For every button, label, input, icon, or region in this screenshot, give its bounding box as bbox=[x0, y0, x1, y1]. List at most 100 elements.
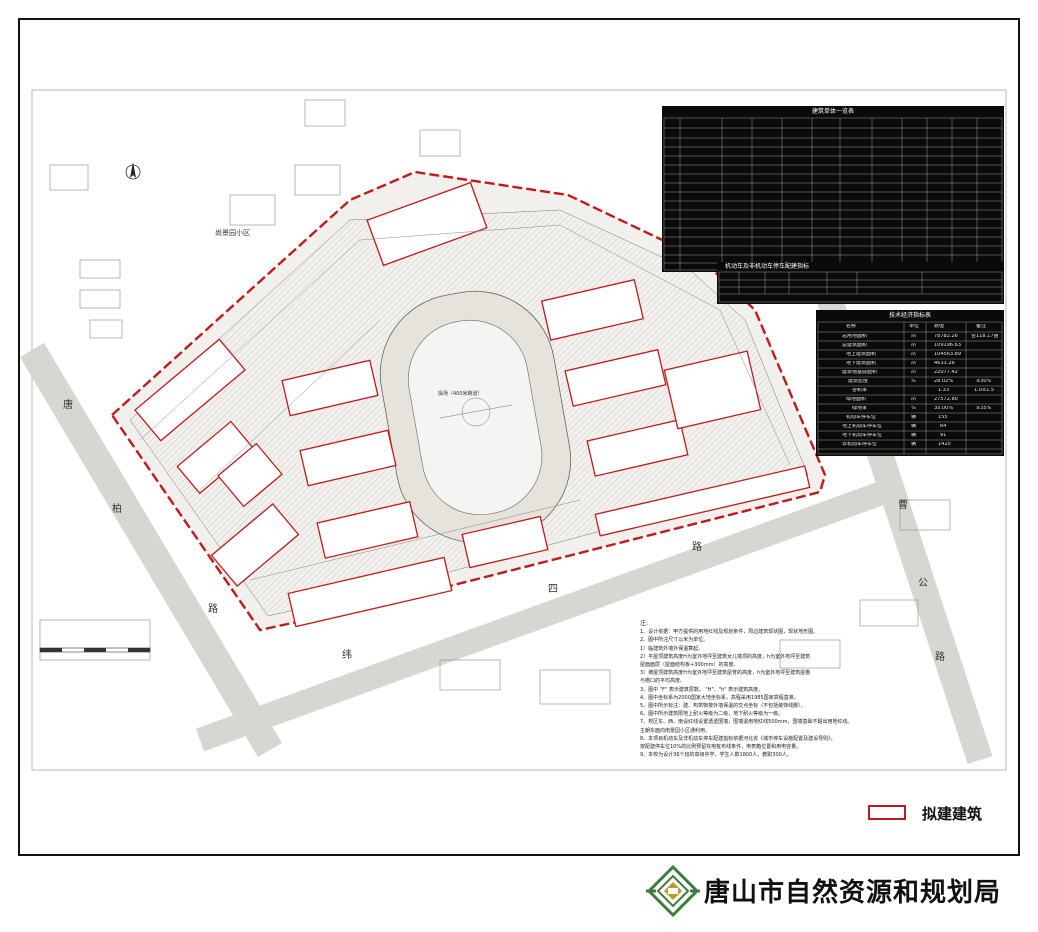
note-line: 5、图中所示标注：建、构筑物按外墙保温的交点坐标（不包括装饰线脚）。 bbox=[640, 703, 806, 710]
building-summary-title: 建筑单体一览表 bbox=[811, 108, 854, 115]
tech-row-0-unit: ㎡ bbox=[911, 334, 917, 339]
note-line: 屋面面层（屋面结构板+300mm）的高度。 bbox=[640, 662, 739, 669]
tech-row-4-value: 22077.42 bbox=[934, 370, 958, 375]
note-line: 1、设计依据：甲方提供的用地红线及规划条件，周边建筑现状图，现状地形图。 bbox=[640, 629, 819, 636]
tech-row-2-value: 104563.89 bbox=[934, 352, 962, 357]
parking-table: 机动车及非机动车停车配建指标 bbox=[717, 262, 1004, 304]
road-label-6: 路 bbox=[692, 540, 702, 553]
running-track bbox=[379, 290, 572, 543]
neighborhood-label: 尚景园小区 bbox=[215, 228, 250, 237]
tech-row-4-unit: ㎡ bbox=[911, 370, 917, 375]
tech-row-0-name: 总用地面积 bbox=[842, 334, 868, 339]
tech-row-12-name: 非机动车停车位 bbox=[842, 442, 878, 447]
site-plan: 尚景园小区 操场（400米跑道） 唐 柏 路 纬 四 路 唐 曹 公 路 bbox=[20, 89, 1007, 771]
road-label-4: 纬 bbox=[342, 648, 352, 661]
legend: 拟建建筑 bbox=[868, 803, 1018, 825]
tech-row-10-name: 地上机动车停车位 bbox=[842, 424, 883, 429]
agency-name: 唐山市自然资源和规划局 bbox=[704, 878, 1002, 908]
agency-logo-icon bbox=[646, 864, 700, 918]
note-line: 2）平屋顶建筑高度H为室外地坪至建筑女儿墙顶的高度，h为室外地坪至建筑 bbox=[640, 653, 811, 660]
tech-row-9-value: 155 bbox=[938, 415, 948, 420]
tech-row-8-unit: % bbox=[911, 406, 916, 411]
road-weisi bbox=[195, 478, 895, 752]
legend-label: 拟建建筑 bbox=[922, 805, 983, 823]
road-label-9: 公 bbox=[918, 578, 928, 589]
tech-row-0-value: 78782.26 bbox=[934, 334, 958, 339]
note-line: 9、本校为设计36个班的高级中学，学生人数1800人，教职300人。 bbox=[640, 752, 792, 759]
road-label-8: 曹 bbox=[898, 498, 908, 511]
tech-econ-grid bbox=[817, 321, 1003, 455]
tech-row-7-name: 绿地面积 bbox=[846, 397, 867, 402]
tech-row-5-value: 28.02% bbox=[934, 379, 954, 384]
tech-row-11-name: 地下机动车停车位 bbox=[842, 433, 883, 438]
tech-row-6-name: 容积率 bbox=[852, 388, 868, 393]
note-line: 主朝东面向南景园小区通利用。 bbox=[640, 727, 711, 734]
tech-header-name: 名称 bbox=[846, 324, 857, 329]
note-line: 8、本项目机动车及非机动车停车配建指标依据河北省《城市停车设施配置及建设导则》， bbox=[640, 735, 836, 742]
tech-row-7-value: 27572.80 bbox=[934, 397, 958, 402]
tech-row-10-value: 64 bbox=[940, 424, 947, 429]
tech-row-1-value: 109196.63 bbox=[934, 343, 962, 348]
tech-row-3-value: 4633.26 bbox=[934, 361, 955, 366]
parking-table-title: 机动车及非机动车停车配建指标 bbox=[725, 263, 810, 270]
drawing-frame: 尚景园小区 操场（400米跑道） 唐 柏 路 纬 四 路 唐 曹 公 路 建筑单… bbox=[18, 18, 1020, 856]
note-line: 6、图中所示建筑限地上耐火等级为二级，地下耐火等级为一级。 bbox=[640, 711, 784, 718]
road-label-3: 路 bbox=[208, 602, 218, 615]
legend-swatch bbox=[868, 805, 906, 820]
tech-row-3-name: 地下建筑面积 bbox=[846, 361, 877, 366]
note-line: 3）坡屋顶建筑高度H为室外地坪至建筑屋脊的高度，h为室外地坪至建筑屋檐 bbox=[640, 670, 811, 677]
tech-row-0-note: 合118.17亩 bbox=[971, 334, 999, 339]
note-line: 3、图中 "F" 表示建筑层数。 "H"、"h" 表示建筑高度。 bbox=[640, 686, 764, 693]
internal-roads bbox=[139, 224, 791, 581]
note-line: 按配建停车位10%的比例预留充电桩布线条件，电表箱位置和用电容量。 bbox=[640, 744, 802, 751]
playground-label: 操场（400米跑道） bbox=[438, 390, 483, 397]
parking-grid bbox=[718, 271, 1003, 303]
road-label-10: 路 bbox=[935, 650, 945, 663]
note-line: 1）临建筑外墙外保温算起。 bbox=[640, 645, 704, 652]
tech-row-8-value: 35.00% bbox=[934, 406, 954, 411]
tech-header-note: 备注 bbox=[976, 324, 987, 329]
tech-row-9-unit: 辆 bbox=[911, 415, 917, 420]
tech-row-8-note: ≥35% bbox=[976, 406, 992, 411]
road-label-2: 柏 bbox=[112, 502, 122, 515]
design-notes: 注: 1、设计依据：甲方提供的用地红线及规划条件，周边建筑现状图，现状地形图。 … bbox=[640, 620, 880, 759]
tech-row-6-value: 1.33 bbox=[938, 388, 950, 393]
road-label-1: 唐 bbox=[63, 398, 73, 411]
tech-header-value: 数值 bbox=[934, 324, 945, 329]
tech-row-5-note: ≤30% bbox=[976, 379, 992, 384]
scale-bar bbox=[39, 647, 151, 653]
tech-econ-table: 技术经济指标表 名称 单位 数值 备注 总用地面积 ㎡ 78782.26 合11… bbox=[816, 310, 1004, 456]
tech-row-11-unit: 辆 bbox=[911, 433, 917, 438]
note-line: 7、校区东、西、南设红线设置透透围墙，围墙退用地红线500mm，围墙基础不超出用… bbox=[640, 719, 853, 726]
tech-row-7-unit: ㎡ bbox=[911, 397, 917, 402]
road-tangbai bbox=[20, 342, 283, 758]
tech-row-1-name: 总建筑面积 bbox=[842, 343, 868, 348]
tech-row-9-name: 机动车停车位 bbox=[846, 415, 877, 420]
note-line: 与檐口的平均高度。 bbox=[640, 678, 686, 685]
note-line: 4、图中坐标系为2000国家大地坐标系，高程采用1985国家高程基准。 bbox=[640, 694, 799, 701]
tech-row-2-name: 地上建筑面积 bbox=[846, 352, 877, 357]
tech-row-4-name: 建筑物基底面积 bbox=[842, 370, 878, 375]
note-line: 2、图中所注尺寸以米为单位。 bbox=[640, 637, 709, 644]
proposed-buildings bbox=[134, 181, 811, 628]
north-arrow-icon bbox=[125, 162, 141, 180]
building-summary-grid bbox=[663, 117, 1003, 271]
tech-row-12-value: 1420 bbox=[938, 442, 951, 447]
surrounding-buildings bbox=[39, 99, 951, 705]
tech-header-unit: 单位 bbox=[909, 324, 920, 329]
notes-title: 注: bbox=[640, 620, 649, 627]
tech-row-12-unit: 辆 bbox=[911, 442, 917, 447]
tech-row-10-unit: 辆 bbox=[911, 424, 917, 429]
tech-row-3-unit: ㎡ bbox=[911, 361, 917, 366]
tech-row-5-unit: % bbox=[911, 379, 916, 384]
tech-row-2-unit: ㎡ bbox=[911, 352, 917, 357]
building-summary-table: 建筑单体一览表 bbox=[662, 106, 1004, 272]
tech-row-5-name: 建筑密度 bbox=[848, 379, 869, 384]
tech-econ-title: 技术经济指标表 bbox=[888, 312, 931, 319]
agency-footer: 唐山市自然资源和规划局 bbox=[646, 864, 1026, 918]
tech-row-8-name: 绿地率 bbox=[852, 406, 868, 411]
tech-row-6-note: 1.0≤1.5 bbox=[974, 388, 995, 393]
tech-row-1-unit: ㎡ bbox=[911, 343, 917, 348]
road-label-5: 四 bbox=[548, 584, 558, 595]
tech-row-11-value: 91 bbox=[940, 433, 947, 438]
